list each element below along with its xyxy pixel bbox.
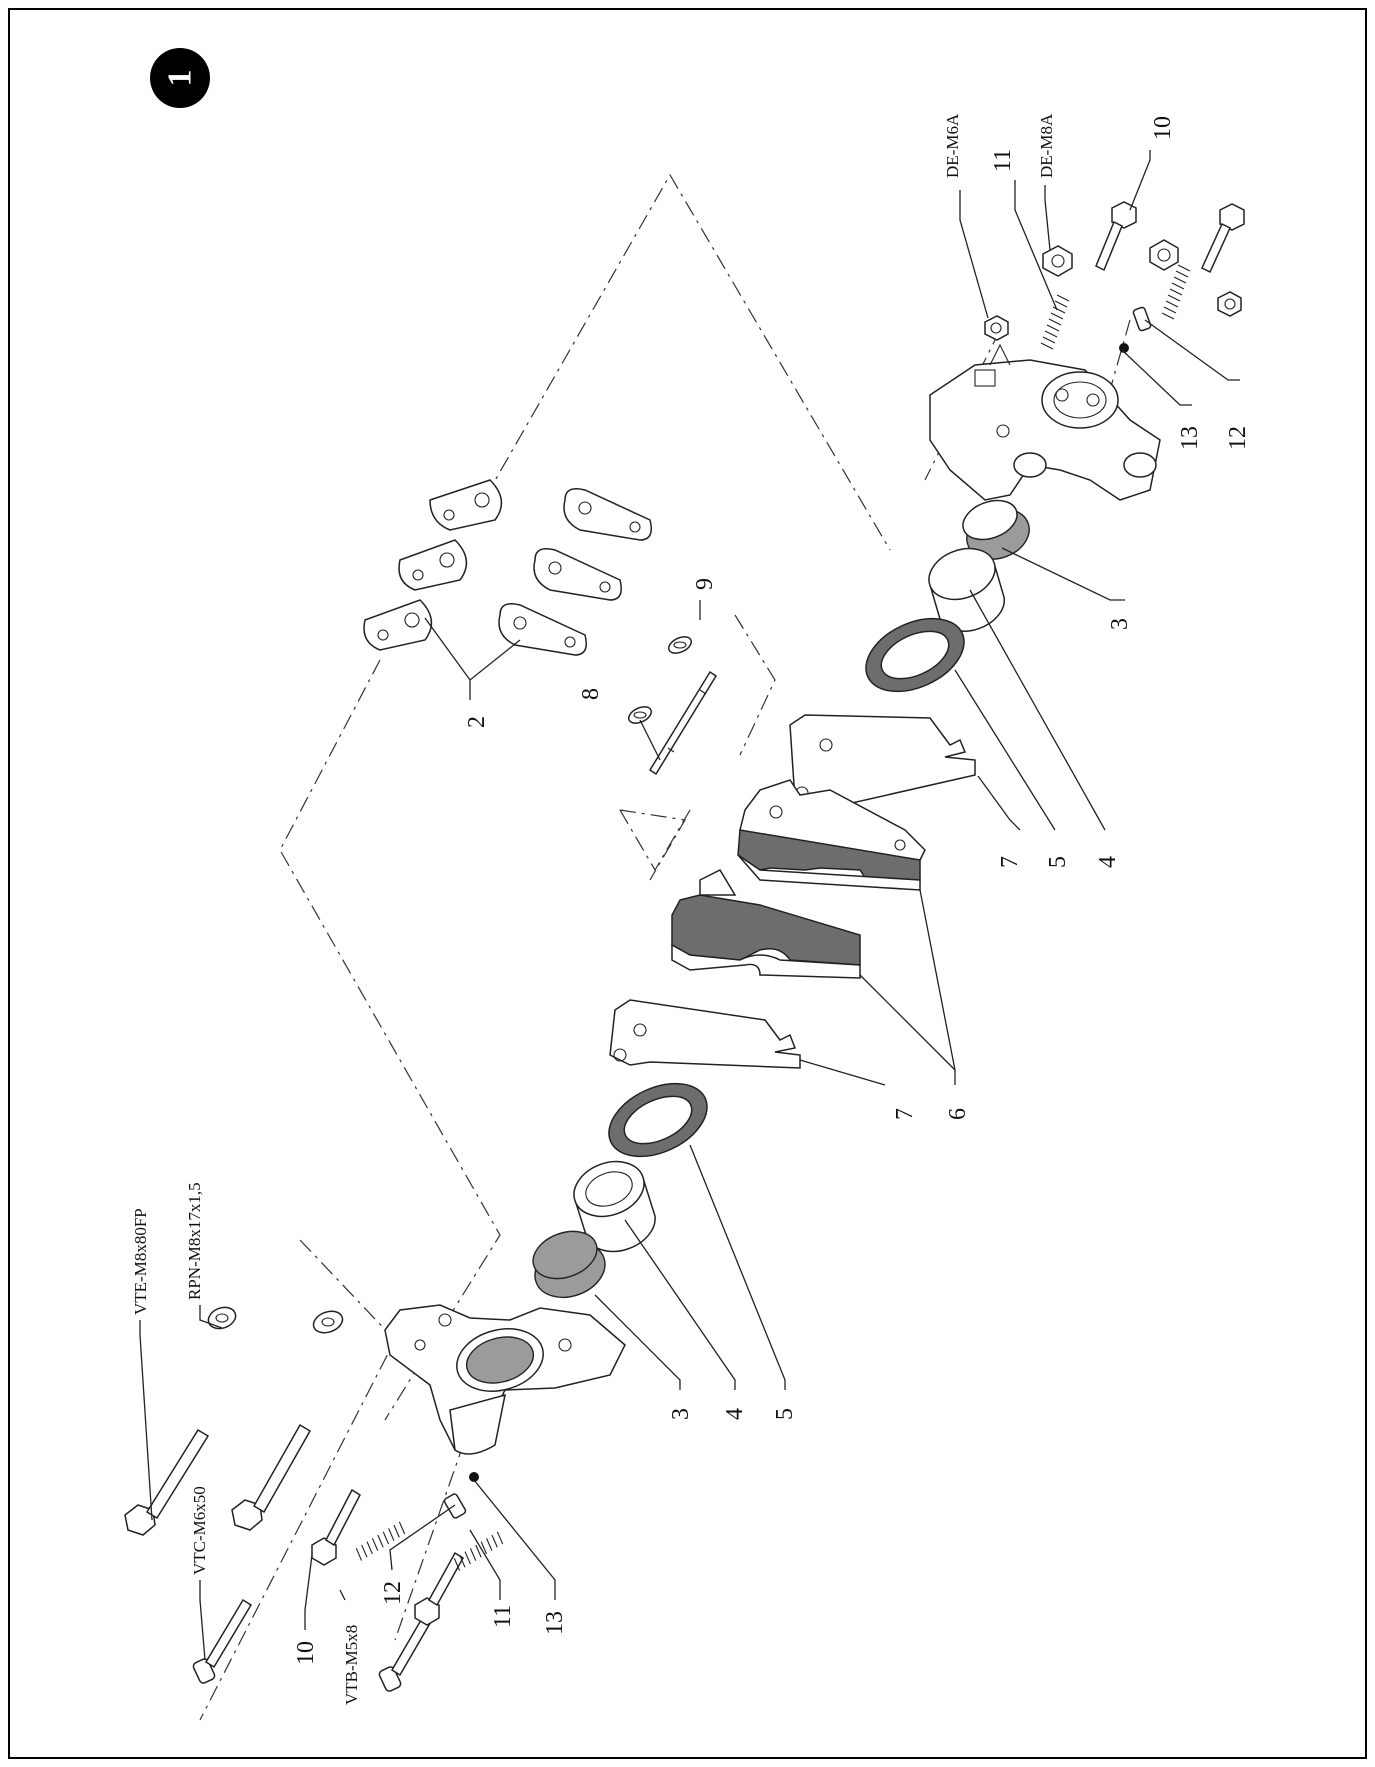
- label-11-left: 11: [490, 1605, 516, 1628]
- left-seal-5: [608, 1082, 708, 1158]
- label-12-left: 12: [380, 1581, 406, 1605]
- label-8: 8: [578, 688, 604, 700]
- left-piston-4: [573, 1160, 656, 1253]
- screw-12-right: [1132, 306, 1152, 332]
- spring-11-right-b: [1161, 264, 1191, 320]
- left-dust-boot-3: [532, 1230, 606, 1299]
- label-5-left: 5: [772, 1408, 798, 1420]
- label-2: 2: [464, 716, 490, 728]
- pad-6-lower: [671, 869, 861, 979]
- label-3-left: 3: [668, 1408, 694, 1420]
- label-7-upper: 7: [997, 856, 1023, 868]
- label-vtb-m5x8: VTB-M5x8: [342, 1625, 361, 1705]
- caliper-half-right: [929, 343, 1161, 501]
- sheet-badge-number: 1: [162, 70, 199, 87]
- shims-2: [363, 479, 652, 656]
- right-piston-4: [928, 547, 1006, 632]
- bolt-vte-m8x80fp-b: [231, 1423, 312, 1531]
- label-de-m6a: DE-M6A: [943, 113, 962, 178]
- spring-11-left-a: [355, 1521, 406, 1561]
- label-7-lower: 7: [892, 1108, 918, 1120]
- washer-rpn-m8x17x1-5-b: [312, 1310, 344, 1334]
- bolt-vte-m8x80fp-a: [124, 1428, 210, 1536]
- label-3-right: 3: [1107, 618, 1133, 630]
- label-vte-m8x80fp: VTE-M8x80FP: [131, 1208, 150, 1315]
- callouts-top-right: DE-M6A DE-M8A 11 10 13 12 3: [943, 113, 1251, 630]
- label-vtc-m6x50: VTC-M6x50: [190, 1486, 209, 1575]
- label-rpn-m8x17x1-5: RPN-M8x17x1,5: [185, 1182, 204, 1300]
- callouts-bottom-left: VTE-M8x80FP RPN-M8x17x1,5 VTC-M6x50 VTB-…: [131, 1182, 798, 1705]
- caliper-half-left: [384, 1304, 626, 1455]
- ball-13-right: [1119, 343, 1129, 353]
- right-dust-boot-3: [962, 499, 1030, 560]
- bolt-10-right-a: [1095, 201, 1137, 272]
- bolt-vtc-m6x50-b: [378, 1606, 438, 1692]
- right-seal-5: [865, 617, 965, 693]
- label-9: 9: [692, 578, 718, 590]
- pad-6-upper: [737, 779, 926, 891]
- spring-11-left-b: [453, 1531, 504, 1571]
- bolt-vtc-m6x50: [192, 1598, 253, 1684]
- leader-lines: [139, 150, 1240, 1661]
- label-11-right: 11: [990, 149, 1016, 172]
- right-hardware: [984, 201, 1245, 353]
- label-12-right: 12: [1225, 426, 1251, 450]
- label-10-right: 10: [1150, 116, 1176, 140]
- label-5-upper: 5: [1045, 856, 1071, 868]
- label-13-right: 13: [1177, 426, 1203, 450]
- callouts-middle: 2 8 9 7 5 4 7 6: [464, 578, 1121, 1120]
- nut-de-m8a: [1042, 245, 1073, 277]
- clip-9: [667, 636, 693, 654]
- spring-11-right-a: [1040, 294, 1070, 350]
- nut-de-m6a: [984, 315, 1009, 341]
- screw-12-left: [443, 1493, 467, 1519]
- bolt-10-right-b: [1201, 203, 1245, 274]
- ball-13-left: [469, 1472, 479, 1482]
- label-4-upper: 4: [1095, 856, 1121, 868]
- label-10-left: 10: [293, 1641, 319, 1665]
- label-4-left: 4: [722, 1408, 748, 1420]
- label-6: 6: [945, 1108, 971, 1120]
- label-de-m8a: DE-M8A: [1037, 113, 1056, 178]
- label-13-left: 13: [542, 1611, 568, 1635]
- drawing-frame: [8, 8, 1367, 1759]
- sheet-badge: 1: [150, 48, 210, 108]
- bolt-10-left-a: [311, 1488, 361, 1566]
- plate-7-lower: [609, 999, 801, 1069]
- bolt-10-left-b: [414, 1551, 465, 1626]
- pin-8: [648, 670, 718, 776]
- clip-8: [627, 706, 653, 724]
